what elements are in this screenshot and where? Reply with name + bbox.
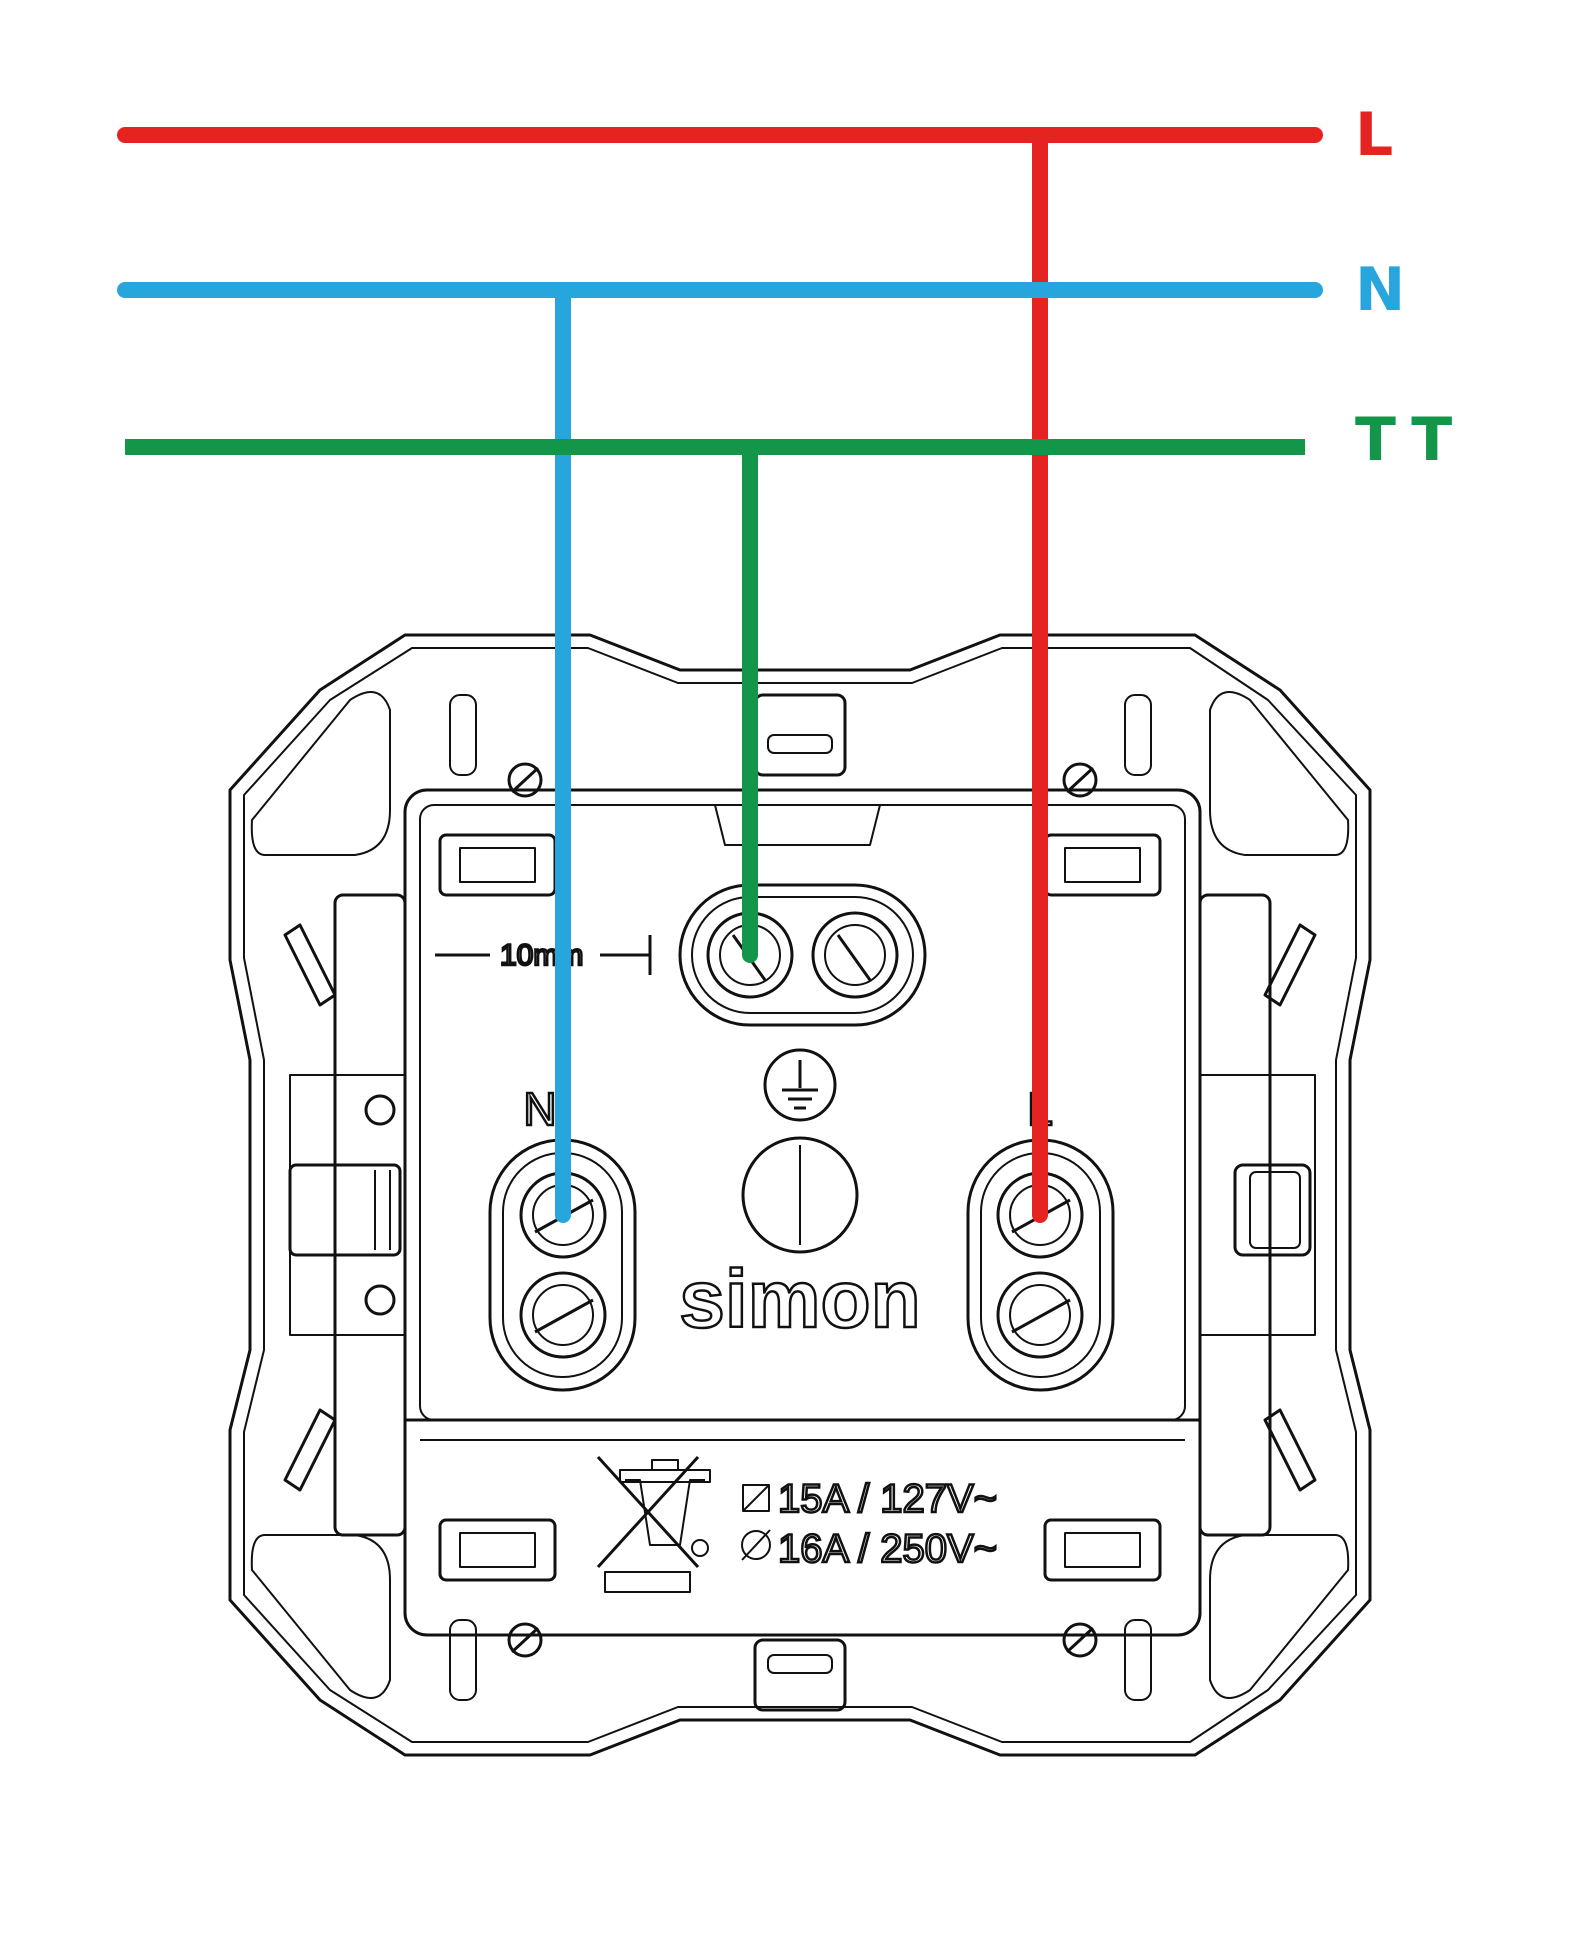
wiring [117, 127, 1323, 1223]
rating-row-2: 16A / 250V~ [741, 1526, 998, 1572]
socket-mechanism: 10mm N L [228, 633, 1372, 1757]
strip-length-gauge: 10mm [435, 935, 652, 975]
brand-logo: simon [679, 1254, 920, 1345]
rating-row-1: 15A / 127V~ [742, 1476, 998, 1522]
screw-icon [507, 762, 543, 798]
screw-icon [1062, 762, 1098, 798]
bus-label-n: N [1355, 255, 1405, 325]
bus-label-l: L [1355, 100, 1393, 170]
crossed-bin-icon [596, 1455, 711, 1593]
earth-terminal [678, 883, 927, 1027]
rating-127v: 15A / 127V~ [778, 1477, 997, 1521]
mounting-frame-outline [228, 633, 1372, 1757]
terminal-label-n: N [523, 1083, 556, 1135]
screw-icon [1062, 1622, 1098, 1658]
rating-250v: 16A / 250V~ [778, 1527, 997, 1571]
protective-earth-icon [763, 1048, 837, 1122]
bus-label-tt: TT [1355, 405, 1466, 475]
screw-icon [507, 1622, 543, 1658]
